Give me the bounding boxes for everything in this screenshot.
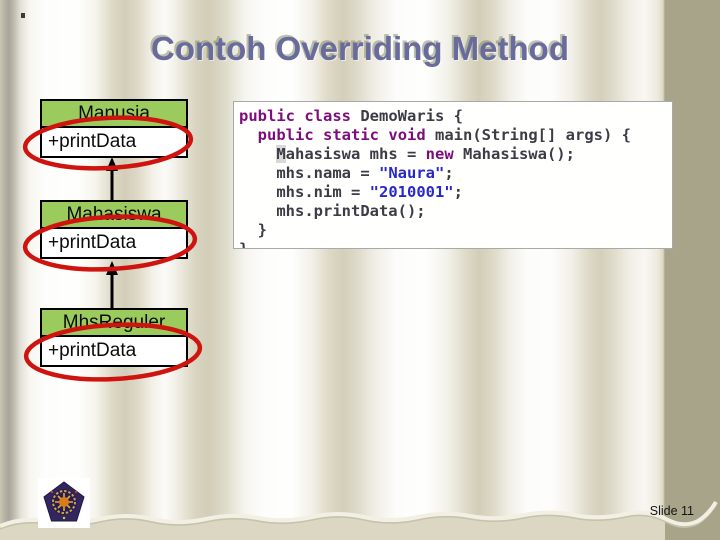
class-name: Mahasiswa [42,202,186,229]
university-logo [43,481,85,522]
code-line: public static void main(String[] args) { [257,126,631,144]
code-line: } [239,240,249,249]
code-panel: public class DemoWaris { public static v… [233,101,673,249]
code-line: mhs.printData(); [239,202,426,220]
code-line: Mahasiswa mhs = new Mahasiswa(); [276,145,575,163]
class-method: +printData [42,229,186,257]
class-name: MhsReguler [42,310,186,337]
code-line: mhs.nim = "2010001"; [239,183,463,201]
code-line: public class DemoWaris { [239,107,463,125]
class-box-mhsreguler: MhsReguler +printData [40,308,188,367]
code-lines: public class DemoWaris { public static v… [239,107,672,249]
stray-mark [21,13,25,18]
class-box-manusia: Manusia +printData [40,99,188,158]
class-method: +printData [42,128,186,156]
university-logo-plate [38,478,90,528]
class-method: +printData [42,337,186,365]
code-line: } [239,221,267,239]
slide-number: Slide 11 [649,504,694,518]
slide-title: Contoh Overriding Method [151,30,569,67]
class-name: Manusia [42,101,186,128]
code-line: mhs.nama = "Naura"; [239,164,454,182]
class-box-mahasiswa: Mahasiswa +printData [40,200,188,259]
